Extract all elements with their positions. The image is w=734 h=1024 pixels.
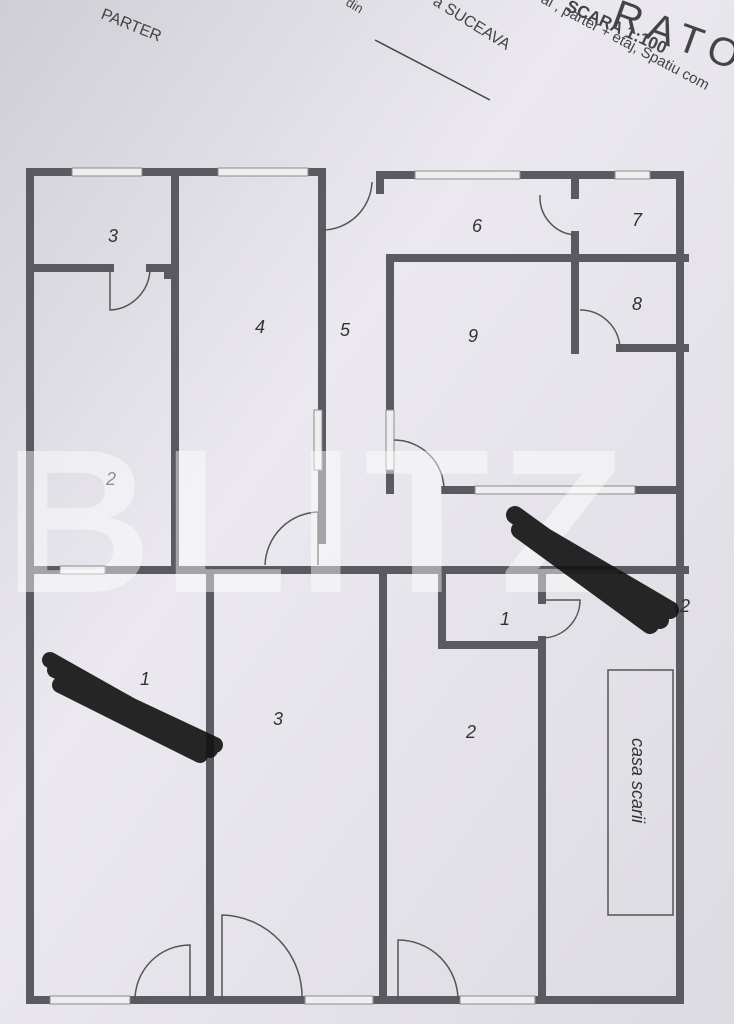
room-3-lower: 3: [273, 709, 283, 729]
room-2-upper: 2: [105, 469, 116, 489]
stairwell-box: [607, 669, 674, 916]
room-9: 9: [468, 326, 478, 346]
room-labels: 3 2 4 5 6 7 8 9 1 3 2 1 2: [105, 210, 690, 742]
room-3-upper: 3: [108, 226, 118, 246]
room-1-small: 1: [500, 609, 510, 629]
scribble-redaction: [506, 506, 679, 634]
room-8: 8: [632, 294, 642, 314]
room-6: 6: [472, 216, 483, 236]
stairwell-label: casa scarii: [628, 738, 648, 824]
room-5: 5: [340, 320, 351, 340]
doors: [109, 181, 621, 1001]
windows: [49, 167, 651, 1005]
room-2-lower: 2: [465, 722, 476, 742]
room-4: 4: [255, 317, 265, 337]
room-7: 7: [632, 210, 643, 230]
watermark-logo: BLITZ: [4, 407, 635, 636]
signature-line: [374, 39, 491, 101]
scribble-redaction: [42, 652, 223, 763]
room-2-hall: 2: [679, 596, 690, 616]
room-1-lower: 1: [140, 669, 150, 689]
walls: [26, 168, 689, 1004]
